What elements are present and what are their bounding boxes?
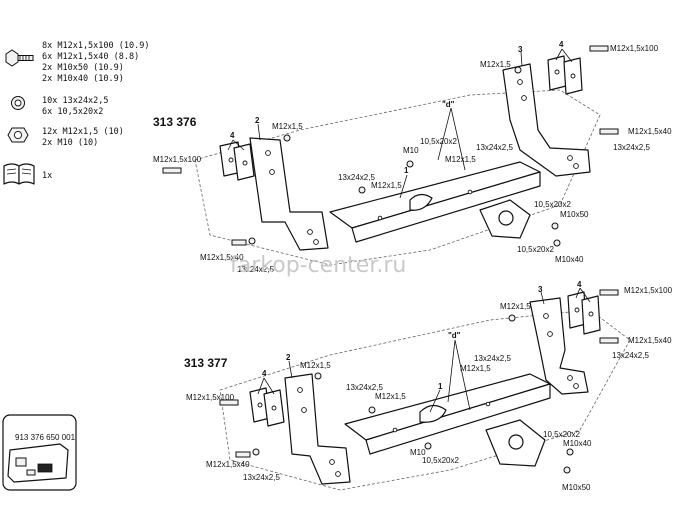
part-card-number: 913 376 650 001 bbox=[15, 433, 76, 442]
label-washer-right-mid-upper: 13x24x2,5 bbox=[613, 143, 650, 152]
label-bolt-m10x50-lower: M10x50 bbox=[562, 483, 591, 492]
callout-1-upper: 1 bbox=[404, 166, 409, 175]
callout-4-left-lower: 4 bbox=[262, 369, 267, 378]
callout-4-left-upper: 4 bbox=[230, 131, 235, 140]
label-bolt-right-mid-lower: M12x1,5x40 bbox=[628, 336, 672, 345]
callout-4-right-lower: 4 bbox=[577, 280, 582, 289]
left-bracket-lower bbox=[284, 373, 351, 485]
cross-beam-upper bbox=[329, 161, 541, 243]
leaders-lower bbox=[257, 287, 591, 413]
cross-beam-lower bbox=[344, 373, 551, 455]
label-washer-center-upper: 13x24x2,5 bbox=[338, 173, 375, 182]
callout-d-upper: "d" bbox=[442, 100, 455, 109]
label-bolt-left-lower: M12x1,5x100 bbox=[186, 393, 235, 402]
label-bolt-m10x40-lower: M10x40 bbox=[563, 439, 592, 448]
plates-right-lower bbox=[567, 291, 601, 335]
label-nut-left-upper: M12x1,5 bbox=[272, 122, 303, 131]
label-nut-center-lower: M12x1,5 bbox=[375, 392, 406, 401]
label-bolt-m10x50-upper: M10x50 bbox=[560, 210, 589, 219]
callout-4-right-upper: 4 bbox=[559, 40, 564, 49]
callout-2-lower: 2 bbox=[286, 353, 291, 362]
bolt-icon bbox=[5, 49, 34, 67]
label-bolt-left-upper: M12x1,5x100 bbox=[153, 155, 202, 164]
left-bracket-upper bbox=[249, 137, 329, 251]
right-bracket-upper bbox=[502, 63, 591, 177]
bolt-spec-4: 2x M10x40 (10.9) bbox=[42, 74, 124, 84]
callout-3-lower: 3 bbox=[538, 285, 543, 294]
assembly-313-376: 313 376 bbox=[153, 40, 672, 274]
label-washer-small-upper: 10,5x20x2 bbox=[420, 137, 457, 146]
label-nut-left-top-lower: M12x1,5 bbox=[300, 361, 331, 370]
washer-spec-1: 10x 13x24x2,5 bbox=[42, 96, 109, 106]
label-washer-bottom-left-upper: 13x24x2,5 bbox=[237, 265, 274, 274]
assembly-313-377: 313 377 bbox=[184, 280, 673, 492]
model-number-upper: 313 376 bbox=[153, 115, 197, 129]
label-washer-bottom-left-lower: 13x24x2,5 bbox=[243, 473, 280, 482]
label-m10-upper: M10 bbox=[403, 146, 419, 155]
card-sticker-icon bbox=[15, 457, 27, 467]
bolt-spec-2: 6x M12x1,5x40 (8.8) bbox=[42, 52, 139, 62]
washer-spec-2: 6x 10,5x20x2 bbox=[42, 107, 103, 117]
label-washer-center-r-upper: 13x24x2,5 bbox=[476, 143, 513, 152]
callout-3-upper: 3 bbox=[518, 45, 523, 54]
ball-coupling-upper bbox=[479, 199, 531, 239]
bolt-spec-3: 2x M10x50 (10.9) bbox=[42, 63, 124, 73]
card-label-icon bbox=[37, 463, 53, 473]
label-nut-top-lower: M12x1,5 bbox=[500, 302, 531, 311]
ball-coupling-lower bbox=[485, 419, 546, 467]
label-bolt-right-mid-upper: M12x1,5x40 bbox=[628, 127, 672, 136]
bolt-spec-1: 8x M12x1,5x100 (10.9) bbox=[42, 41, 149, 51]
plates-left-upper bbox=[219, 141, 255, 181]
label-bolt-right-top-lower: M12x1,5x100 bbox=[624, 286, 673, 295]
label-washer-ball-bot-upper: 10,5x20x2 bbox=[517, 245, 554, 254]
label-m10-lower: M10 bbox=[410, 448, 426, 457]
fasteners-upper bbox=[162, 45, 619, 247]
label-washer-ball-top-upper: 10,5x20x2 bbox=[534, 200, 571, 209]
plates-left-lower bbox=[249, 387, 285, 427]
label-nut-right-top-upper: M12x1,5 bbox=[480, 60, 511, 69]
label-bolt-right-top-upper: M12x1,5x100 bbox=[610, 44, 659, 53]
nut-spec-2: 2x M10 (10) bbox=[42, 138, 98, 148]
callout-d-lower: "d" bbox=[448, 331, 461, 340]
washer-icon bbox=[11, 96, 25, 110]
part-number-card: 913 376 650 001 bbox=[2, 414, 77, 491]
label-nut-center-upper: M12x1,5 bbox=[371, 181, 402, 190]
manual-book-icon bbox=[3, 163, 35, 185]
label-bolt-m10x40-upper: M10x40 bbox=[555, 255, 584, 264]
label-washer-center-r-lower: 13x24x2,5 bbox=[474, 354, 511, 363]
fasteners-lower bbox=[219, 289, 619, 474]
leaders-upper bbox=[227, 48, 573, 199]
watermark: farkop-center.ru bbox=[230, 253, 406, 278]
plates-right-upper bbox=[547, 55, 583, 95]
label-bolt-bottom-left-upper: M12x1,5x40 bbox=[200, 253, 244, 262]
card-mark-icon bbox=[26, 469, 36, 476]
right-bracket-lower bbox=[529, 297, 589, 395]
label-washer-center-lower: 13x24x2,5 bbox=[346, 383, 383, 392]
label-washer-small-lower: 10,5x20x2 bbox=[422, 456, 459, 465]
nut-spec-1: 12x M12x1,5 (10) bbox=[42, 127, 124, 137]
label-washer-ball-top-lower: 10,5x20x2 bbox=[543, 430, 580, 439]
label-bolt-bottom-left-lower: M12x1,5x40 bbox=[206, 460, 250, 469]
model-number-lower: 313 377 bbox=[184, 356, 228, 370]
label-nut-center-r-upper: M12x1,5 bbox=[445, 155, 476, 164]
manual-count: 1x bbox=[42, 171, 52, 181]
nut-icon bbox=[7, 127, 29, 143]
label-washer-right-mid-lower: 13x24x2,5 bbox=[612, 351, 649, 360]
callout-2-upper: 2 bbox=[255, 116, 260, 125]
callout-1-lower: 1 bbox=[438, 382, 443, 391]
label-nut-center-r-lower: M12x1,5 bbox=[460, 364, 491, 373]
parts-list: 8x M12x1,5x100 (10.9) 6x M12x1,5x40 (8.8… bbox=[3, 41, 149, 185]
